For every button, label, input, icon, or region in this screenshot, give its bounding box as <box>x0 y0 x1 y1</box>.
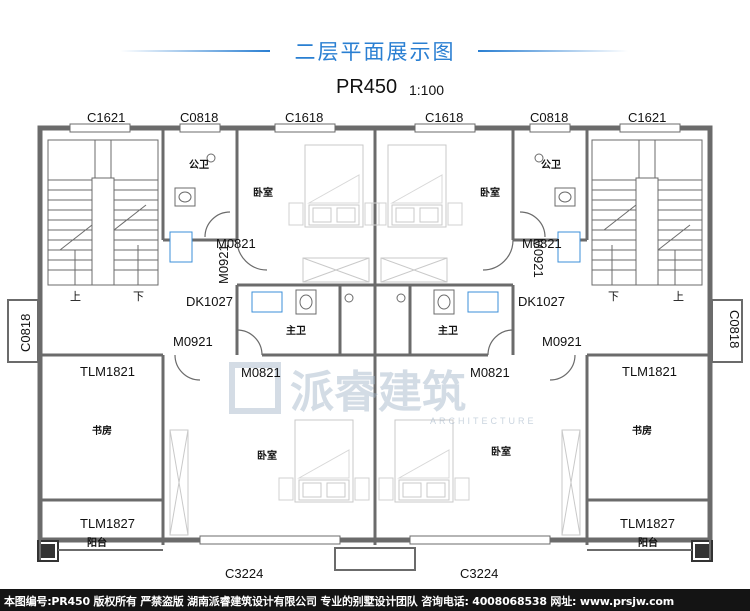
watermark: 派睿建筑 ARCHITECTURE <box>229 362 537 426</box>
room-label: 书房 <box>632 424 652 437</box>
window-label: C1618 <box>285 110 323 125</box>
footer-bar: 本图编号:PR450 版权所有 严禁盗版 湖南派睿建筑设计有限公司 专业的别墅设… <box>0 589 750 611</box>
plumbing-fixtures <box>169 153 581 315</box>
footer-text: 本图编号:PR450 版权所有 严禁盗版 湖南派睿建筑设计有限公司 专业的别墅设… <box>4 595 675 608</box>
door-label: TLM1827 <box>620 516 675 531</box>
room-label: 公卫 <box>189 159 209 171</box>
bed-lower-right <box>378 419 470 503</box>
door-label: M0921 <box>531 238 546 278</box>
window-label: C1621 <box>87 110 125 125</box>
bed-upper-right <box>371 144 463 228</box>
plan-code: PR450 <box>336 76 398 98</box>
door-label: M0921 <box>542 334 582 349</box>
window-label: C1621 <box>628 110 666 125</box>
room-label: 书房 <box>92 424 112 437</box>
door-label: DK1027 <box>518 294 565 309</box>
room-label: 公卫 <box>541 159 561 171</box>
room-label: 阳台 <box>638 536 658 549</box>
door-label: M0821 <box>216 236 256 251</box>
door-label: M0821 <box>241 365 281 380</box>
room-label: 阳台 <box>87 536 107 549</box>
balcony-rails <box>39 540 711 571</box>
svg-text:派睿建筑: 派睿建筑 <box>290 367 466 418</box>
side-bays <box>7 299 743 363</box>
stair-right <box>591 139 703 286</box>
window-label: C0818 <box>530 110 568 125</box>
window-label: C0818 <box>18 314 33 352</box>
interior-walls <box>40 128 710 545</box>
title-bar: 二层平面展示图 <box>0 36 750 68</box>
door-swings <box>174 211 576 381</box>
room-label: 卧室 <box>491 445 511 458</box>
bed-lower-left <box>278 419 370 503</box>
window-labels: C1621 C0818 C1618 C1618 C0818 C1621 C322… <box>18 110 742 581</box>
door-label: DK1027 <box>186 294 233 309</box>
room-label: 主卫 <box>286 324 306 337</box>
door-label: M0821 <box>522 236 562 251</box>
room-labels: 公卫 卧室 卧室 公卫 主卫 主卫 书房 书房 卧室 卧室 阳台 阳台 <box>87 159 658 549</box>
svg-text:ARCHITECTURE: ARCHITECTURE <box>430 416 537 426</box>
top-windows <box>69 123 681 545</box>
door-label: TLM1827 <box>80 516 135 531</box>
balcony-columns <box>37 540 713 562</box>
door-label: M0821 <box>470 365 510 380</box>
stair-left <box>47 139 159 286</box>
room-label: 卧室 <box>480 186 500 199</box>
floor-plan: 派睿建筑 ARCHITECTURE C1621 C0818 C1618 C161… <box>7 110 743 581</box>
door-label: TLM1821 <box>622 364 677 379</box>
window-label: C0818 <box>727 310 742 348</box>
door-label: TLM1821 <box>80 364 135 379</box>
title-line-left <box>120 50 270 52</box>
window-label: C3224 <box>225 566 263 581</box>
plan-scale: 1:100 <box>409 82 445 98</box>
page-title: 二层平面展示图 <box>294 40 456 64</box>
window-label: C3224 <box>460 566 498 581</box>
balcony-door-labels: TLM1821 TLM1827 TLM1821 TLM1827 <box>80 364 677 531</box>
stair-down-label: 下 <box>608 290 619 303</box>
door-label: M0921 <box>173 334 213 349</box>
stair-labels: 上 下 下 上 <box>70 290 684 303</box>
door-label: M0921 <box>216 244 231 284</box>
bed-upper-left <box>288 144 380 228</box>
stair-up-label: 上 <box>70 290 81 303</box>
stair-up-label: 上 <box>673 290 684 303</box>
room-label: 主卫 <box>438 324 458 337</box>
title-line-right <box>478 50 628 52</box>
room-label: 卧室 <box>253 186 273 199</box>
window-label: C1618 <box>425 110 463 125</box>
stair-down-label: 下 <box>133 290 144 303</box>
door-labels: M0821 M0921 DK1027 M0921 M0821 M0821 M09… <box>173 236 582 380</box>
wardrobes <box>169 257 581 536</box>
window-label: C0818 <box>180 110 218 125</box>
room-label: 卧室 <box>257 449 277 462</box>
